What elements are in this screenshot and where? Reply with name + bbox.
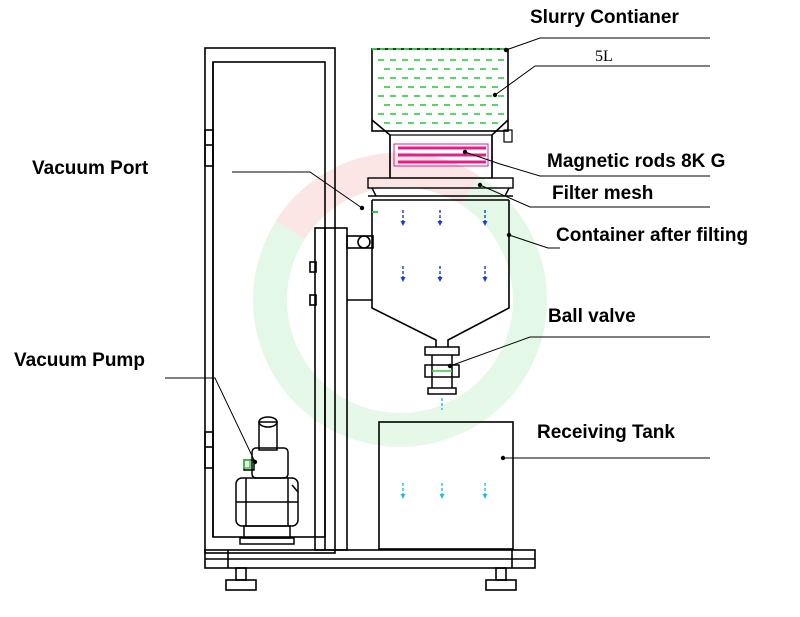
label-ball-valve: Ball valve (548, 306, 636, 327)
label-container-after-filtering: Container after filting (556, 225, 749, 246)
leader-lines (165, 37, 710, 463)
label-receiving-tank: Receiving Tank (537, 422, 675, 443)
flow-arrow-head (400, 277, 406, 282)
leader-dots (252, 47, 512, 465)
flow-arrow-head (437, 277, 443, 282)
label-volume: 5L (595, 48, 613, 65)
filter-mesh (367, 177, 514, 201)
filtered-container (371, 200, 510, 347)
label-magnetic-rods: Magnetic rods 8K G (547, 151, 726, 172)
ball-valve (424, 346, 460, 395)
support-column (309, 227, 374, 551)
watermark-logo (253, 152, 547, 447)
flow-arrows (400, 210, 488, 282)
tank-arrow-head (439, 494, 445, 499)
tank-arrow-head (482, 494, 488, 499)
label-slurry-container: Slurry Contianer (530, 7, 679, 28)
vacuum-pump (235, 416, 299, 545)
flow-arrow-head (437, 221, 443, 226)
label-vacuum-pump: Vacuum Pump (14, 350, 145, 371)
tank-arrows (400, 483, 488, 499)
label-vacuum-port: Vacuum Port (32, 158, 149, 179)
flow-arrow-head (400, 221, 406, 226)
slurry-fill (378, 59, 504, 124)
label-filter-mesh: Filter mesh (552, 183, 654, 204)
flow-arrow-head (482, 221, 488, 226)
tank-arrow-head (400, 494, 406, 499)
slurry-container (371, 48, 513, 178)
base-frame (204, 549, 536, 591)
receiving-tank (378, 421, 514, 550)
flow-arrow-head (482, 277, 488, 282)
